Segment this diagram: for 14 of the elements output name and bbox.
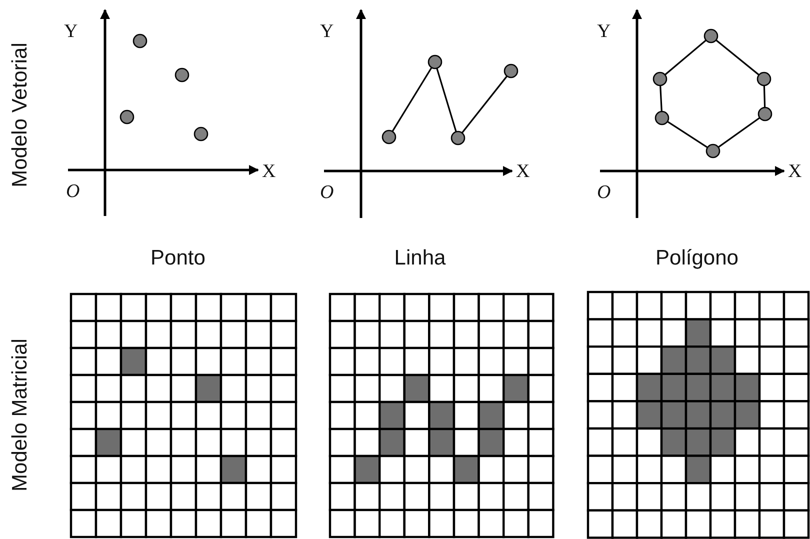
panel-caption: Ponto (150, 248, 206, 268)
axis-label: Y (320, 22, 334, 41)
axis-label: X (262, 162, 276, 181)
origin-label: O (320, 183, 334, 202)
axis-label: X (788, 162, 802, 181)
axis-label: X (516, 162, 530, 181)
origin-label: O (597, 183, 611, 202)
panel-caption: Linha (394, 248, 446, 268)
axis-label: Y (597, 22, 611, 41)
axis-label: Y (64, 22, 78, 41)
origin-label: O (66, 182, 80, 201)
panel-caption: Polígono (656, 248, 738, 268)
row-title: Modelo Vetorial (10, 42, 30, 188)
row-title: Modelo Matricial (10, 338, 30, 492)
